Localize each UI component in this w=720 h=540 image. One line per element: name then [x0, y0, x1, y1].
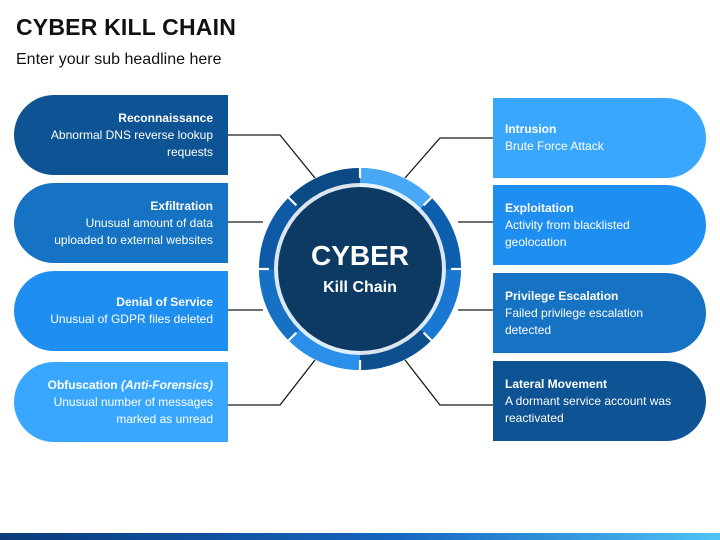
card-title: Reconnaissance [118, 110, 213, 125]
card-description: Unusual number of messages marked as unr… [53, 394, 213, 426]
page-subtitle: Enter your sub headline here [16, 51, 222, 68]
card-obfuscation: Obfuscation (Anti-Forensics) Unusual num… [14, 362, 228, 442]
card-intrusion: Intrusion Brute Force Attack [493, 98, 706, 178]
card-description: Abnormal DNS reverse lookup requests [50, 127, 213, 159]
card-exploitation: Exploitation Activity from blacklisted g… [493, 185, 706, 265]
card-title-italic: (Anti-Forensics) [120, 377, 213, 392]
card-title-main: Obfuscation [47, 377, 118, 392]
footer-bar [0, 533, 720, 540]
card-title: Intrusion [505, 122, 557, 136]
connector-obfuscation [228, 359, 316, 406]
card-lateral-movement: Lateral Movement A dormant service accou… [493, 361, 706, 441]
card-exfiltration: Exfiltration Unusual amount of data uplo… [14, 183, 228, 263]
connector-intrusion [404, 137, 493, 179]
card-title: Lateral Movement [505, 376, 608, 391]
card-description: Unusual amount of data uploaded to exter… [54, 215, 213, 247]
card-description: Unusual of GDPR files deleted [50, 312, 213, 326]
card-denial-of-service: Denial of Service Unusual of GDPR files … [14, 271, 228, 351]
card-title: Exfiltration [150, 198, 213, 213]
connector-lines [228, 134, 493, 406]
card-title: Privilege Escalation [505, 288, 619, 303]
card-privilege-escalation: Privilege Escalation Failed privilege es… [493, 273, 706, 353]
card-description: Failed privilege escalation detected [505, 305, 644, 337]
hub-subtitle: Kill Chain [323, 279, 397, 296]
card-description: Activity from blacklisted geolocation [505, 217, 630, 249]
connector-lateral-movement [404, 359, 493, 406]
card-description: A dormant service account was reactivate… [505, 393, 672, 425]
connector-reconnaissance [228, 134, 316, 179]
card-title: Obfuscation (Anti-Forensics) [40, 377, 213, 394]
page-title: CYBER KILL CHAIN [16, 14, 237, 40]
hub-title: CYBER [310, 240, 409, 271]
card-title: Denial of Service [116, 295, 213, 309]
card-title: Exploitation [505, 200, 574, 215]
hub-core [278, 187, 442, 351]
card-reconnaissance: Reconnaissance Abnormal DNS reverse look… [14, 95, 228, 175]
card-description: Brute Force Attack [505, 139, 604, 153]
